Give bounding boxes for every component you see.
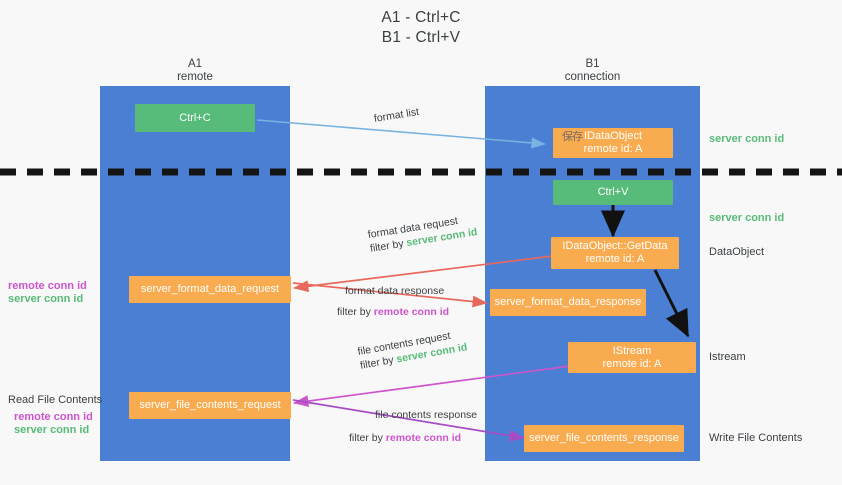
column-header-b1: B1 connection [485,58,700,84]
label-left-server-conn-id-1: server conn id [8,293,84,305]
label-right-dataobject: DataObject [709,246,765,258]
label-left-read-file-contents: Read File Contents [8,394,103,406]
edge-label-file-contents-response: file contents response filter by remote … [349,408,478,445]
node-idataobject[interactable]: 保存 IDataObject remote id: A [553,128,673,158]
label-right-istream: Istream [709,351,746,363]
node-idataobject-label: IDataObject [583,130,643,142]
edge-label-format-data-response-line2: filter by remote conn id [337,305,449,319]
title-line-1: A1 - Ctrl+C [381,9,461,26]
diagram-title: A1 - Ctrl+C B1 - Ctrl+V [0,8,842,48]
node-istream-remote-id: remote id: A [602,357,662,370]
title-line-2: B1 - Ctrl+V [381,29,461,46]
node-ctrl-c[interactable]: Ctrl+C [135,104,255,132]
node-server-file-contents-request-label: server_file_contents_request [139,399,281,411]
label-right-server-conn-id-1: server conn id [709,133,785,145]
node-idataobject-overlap-text: 保存 [562,131,583,143]
node-server-file-contents-request[interactable]: server_file_contents_request [129,392,291,419]
node-istream-label: IStream [612,344,652,357]
column-header-a1-sub: remote [177,71,213,83]
edge-label-format-data-request: format data request filter by server con… [367,211,479,256]
node-ctrl-c-label: Ctrl+C [179,111,211,124]
label-right-write-file-contents: Write File Contents [709,432,803,444]
edge-label-file-contents-response-line1: file contents response [375,409,478,421]
node-ctrl-v-label: Ctrl+V [597,186,629,198]
label-right-server-conn-id-2: server conn id [709,212,785,224]
column-header-a1: A1 remote [100,58,290,84]
node-idataobject-getdata-label: IDataObject::GetData [562,240,668,252]
filter-by-remote-conn-id: remote conn id [373,306,450,318]
node-idataobject-getdata-remote-id: remote id: A [585,253,645,265]
node-server-format-data-request-label: server_format_data_request [140,283,280,295]
edge-label-format-list: format list [373,105,420,126]
label-left-server-conn-id-2: server conn id [14,424,90,436]
node-ctrl-v[interactable]: Ctrl+V [553,180,673,205]
node-idataobject-remote-id: remote id: A [583,143,643,155]
edge-label-format-data-response: format data response filter by remote co… [337,284,449,319]
node-server-file-contents-response[interactable]: server_file_contents_response [524,425,684,452]
column-header-b1-sub: connection [564,71,621,83]
node-istream[interactable]: IStream remote id: A [568,342,696,373]
column-header-b1-name: B1 [585,58,600,70]
node-server-file-contents-response-label: server_file_contents_response [529,432,679,444]
node-server-format-data-response[interactable]: server_format_data_response [490,289,646,316]
label-left-remote-conn-id-1: remote conn id [8,280,87,292]
node-server-format-data-request[interactable]: server_format_data_request [129,276,291,303]
filter-by-prefix: filter by [349,432,386,444]
edge-label-file-contents-request: file contents request filter by server c… [357,326,469,372]
node-idataobject-getdata[interactable]: IDataObject::GetData remote id: A [551,237,679,269]
edge-label-format-list-text: format list [373,105,420,125]
column-header-a1-name: A1 [187,58,203,70]
node-server-format-data-response-label: server_format_data_response [494,296,642,308]
filter-by-prefix: filter by [337,306,374,318]
edge-label-format-data-response-line1: format data response [345,285,445,297]
edge-label-file-contents-response-line2: filter by remote conn id [349,431,477,445]
filter-by-remote-conn-id: remote conn id [385,432,462,444]
label-left-remote-conn-id-2: remote conn id [14,411,93,423]
